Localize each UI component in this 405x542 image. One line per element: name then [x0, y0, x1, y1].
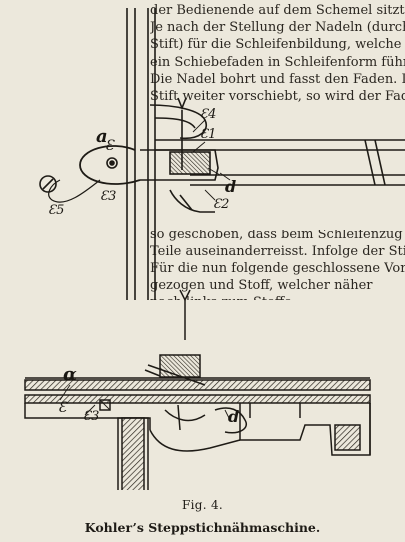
technical-drawing: a Ɛ4 Ɛ1 Ɛ d Ɛ2 Ɛ3 Ɛ5 α Ɛ Ɛ3 d [0, 0, 405, 490]
figure-number: Fig. 4. [181, 498, 224, 512]
figure-title: Kohler’s Steppstichnähmaschine. [84, 520, 321, 535]
top-view [39, 8, 405, 300]
label-e-needle: Ɛ [105, 138, 114, 154]
label-e4: Ɛ4 [200, 107, 217, 122]
page-line: so geschoben, dass beim Schleifenzug [150, 226, 403, 242]
page-line: Stift) für die Schleifenbildung, welche … [150, 37, 405, 53]
label-alpha-bottom: α [63, 364, 77, 385]
page-line: Die Nadel bohrt und fasst den Faden. Das… [150, 71, 405, 87]
label-d-top: d [225, 177, 237, 196]
label-e1: Ɛ1 [200, 127, 217, 142]
page-line: gezogen und Stoff, welcher näher [150, 278, 373, 294]
page-line: ein Schiebefaden in Schleifenform führen… [150, 54, 405, 70]
page-line: Je nach der Stellung der Nadeln (durchbo… [150, 20, 405, 36]
drawing-svg [0, 0, 405, 490]
page-line: Stift weiter vorschiebt, so wird der Fad… [150, 89, 405, 104]
label-e3-top: Ɛ3 [100, 189, 117, 204]
page-line: der Bedienende auf dem Schemel sitzt. [150, 3, 405, 18]
label-d-bottom: d [228, 407, 240, 426]
page-line: Teile auseinanderreisst. Infolge der Sti… [150, 243, 405, 259]
page-line: Für die nun folgende geschlossene Vorwär… [150, 261, 405, 276]
label-e5: Ɛ5 [48, 203, 65, 218]
label-e3-bottom: Ɛ3 [83, 409, 100, 424]
label-a-top: a [96, 126, 108, 147]
label-e-bottom: Ɛ [58, 400, 67, 416]
top-view-background [0, 0, 150, 300]
bottom-view [24, 289, 371, 490]
label-e2: Ɛ2 [213, 197, 230, 212]
